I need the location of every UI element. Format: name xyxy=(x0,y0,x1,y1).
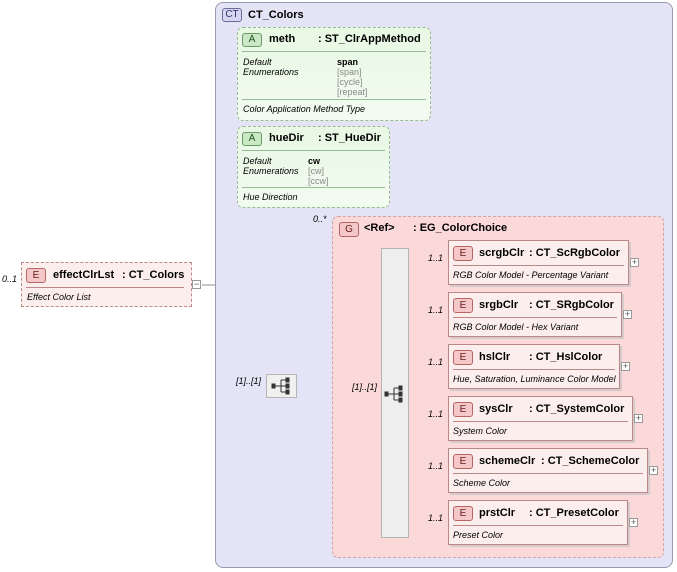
child-occurs: 1..1 xyxy=(428,253,444,263)
attribute-name: hueDir xyxy=(269,132,304,144)
element-type: : CT_SystemColor xyxy=(529,403,625,415)
enum-value: [span] xyxy=(337,67,362,77)
root-occurs: 0..1 xyxy=(2,274,18,284)
element-sysclr[interactable]: E sysClr : CT_SystemColor System Color xyxy=(448,396,633,441)
complex-type-badge: CT xyxy=(222,8,242,22)
complex-type-name: CT_Colors xyxy=(248,9,304,21)
sequence-compositor[interactable] xyxy=(266,374,297,398)
element-type: : CT_HslColor xyxy=(529,351,603,363)
enum-value: [repeat] xyxy=(337,87,368,97)
sequence-icon xyxy=(271,377,290,395)
attribute-doc: Color Application Method Type xyxy=(243,104,366,114)
element-srgbclr[interactable]: E srgbClr : CT_SRgbColor RGB Color Model… xyxy=(448,292,622,337)
element-badge: E xyxy=(26,268,46,283)
root-type: : CT_Colors xyxy=(122,269,185,281)
choice-icon xyxy=(384,385,403,403)
group-ref: <Ref> xyxy=(364,222,395,234)
attribute-huedir[interactable]: A hueDir : ST_HueDir Default Enumeration… xyxy=(237,126,390,208)
child-occurs: 1..1 xyxy=(428,461,444,471)
element-scrgbclr[interactable]: E scrgbClr : CT_ScRgbColor RGB Color Mod… xyxy=(448,240,629,285)
child-occurs: 1..1 xyxy=(428,513,444,523)
attribute-meth[interactable]: A meth : ST_ClrAppMethod Default Enumera… xyxy=(237,27,431,121)
enumerations-label: Enumerations xyxy=(243,67,299,77)
attribute-type: : ST_HueDir xyxy=(318,132,381,144)
choice-occurs: [1]..[1] xyxy=(352,382,378,392)
element-badge: E xyxy=(453,402,473,417)
root-element[interactable]: E effectClrLst : CT_Colors Effect Color … xyxy=(21,262,192,307)
root-name: effectClrLst xyxy=(53,269,115,281)
default-label: Default xyxy=(243,57,272,67)
minus-icon[interactable]: − xyxy=(192,279,201,289)
attribute-badge: A xyxy=(242,33,262,47)
element-doc: RGB Color Model - Hex Variant xyxy=(453,322,579,332)
child-occurs: 1..1 xyxy=(428,305,444,315)
default-value: cw xyxy=(308,156,321,166)
element-badge: E xyxy=(453,298,473,313)
element-type: : CT_ScRgbColor xyxy=(529,247,621,259)
sequence-occurs: [1]..[1] xyxy=(236,376,262,386)
element-name: sysClr xyxy=(479,403,513,415)
group-badge: G xyxy=(339,222,359,237)
plus-icon[interactable]: + xyxy=(630,257,639,267)
default-label: Default xyxy=(243,156,272,166)
enum-value: [cw] xyxy=(308,166,325,176)
element-type: : CT_SRgbColor xyxy=(529,299,614,311)
attribute-doc: Hue Direction xyxy=(243,192,298,202)
enum-value: [ccw] xyxy=(308,176,329,186)
element-hslclr[interactable]: E hslClr : CT_HslColor Hue, Saturation, … xyxy=(448,344,620,389)
element-schemeclr[interactable]: E schemeClr : CT_SchemeColor Scheme Colo… xyxy=(448,448,648,493)
element-doc: Preset Color xyxy=(453,530,504,540)
attribute-badge: A xyxy=(242,132,262,146)
child-occurs: 1..1 xyxy=(428,357,444,367)
attribute-name: meth xyxy=(269,33,296,45)
element-name: prstClr xyxy=(479,507,516,519)
group-name: : EG_ColorChoice xyxy=(413,222,508,234)
attribute-type: : ST_ClrAppMethod xyxy=(318,33,421,45)
element-name: scrgbClr xyxy=(479,247,525,259)
plus-icon[interactable]: + xyxy=(621,361,630,371)
choice-compositor[interactable] xyxy=(381,248,409,538)
element-doc: Hue, Saturation, Luminance Color Model xyxy=(453,374,616,384)
element-type: : CT_SchemeColor xyxy=(541,455,640,467)
root-doc: Effect Color List xyxy=(27,292,91,302)
enum-value: [cycle] xyxy=(337,77,363,87)
element-badge: E xyxy=(453,506,473,521)
element-prstclr[interactable]: E prstClr : CT_PresetColor Preset Color xyxy=(448,500,628,545)
child-occurs: 1..1 xyxy=(428,409,444,419)
element-badge: E xyxy=(453,454,473,469)
element-name: hslClr xyxy=(479,351,511,363)
group-occurs: 0..* xyxy=(313,214,327,224)
element-name: srgbClr xyxy=(479,299,519,311)
element-doc: System Color xyxy=(453,426,508,436)
plus-icon[interactable]: + xyxy=(629,517,638,527)
plus-icon[interactable]: + xyxy=(649,465,658,475)
enumerations-label: Enumerations xyxy=(243,166,299,176)
default-value: span xyxy=(337,57,359,67)
element-badge: E xyxy=(453,350,473,365)
plus-icon[interactable]: + xyxy=(623,309,632,319)
element-type: : CT_PresetColor xyxy=(529,507,619,519)
plus-icon[interactable]: + xyxy=(634,413,643,423)
element-badge: E xyxy=(453,246,473,261)
element-doc: Scheme Color xyxy=(453,478,511,488)
element-doc: RGB Color Model - Percentage Variant xyxy=(453,270,609,280)
element-name: schemeClr xyxy=(479,455,536,467)
